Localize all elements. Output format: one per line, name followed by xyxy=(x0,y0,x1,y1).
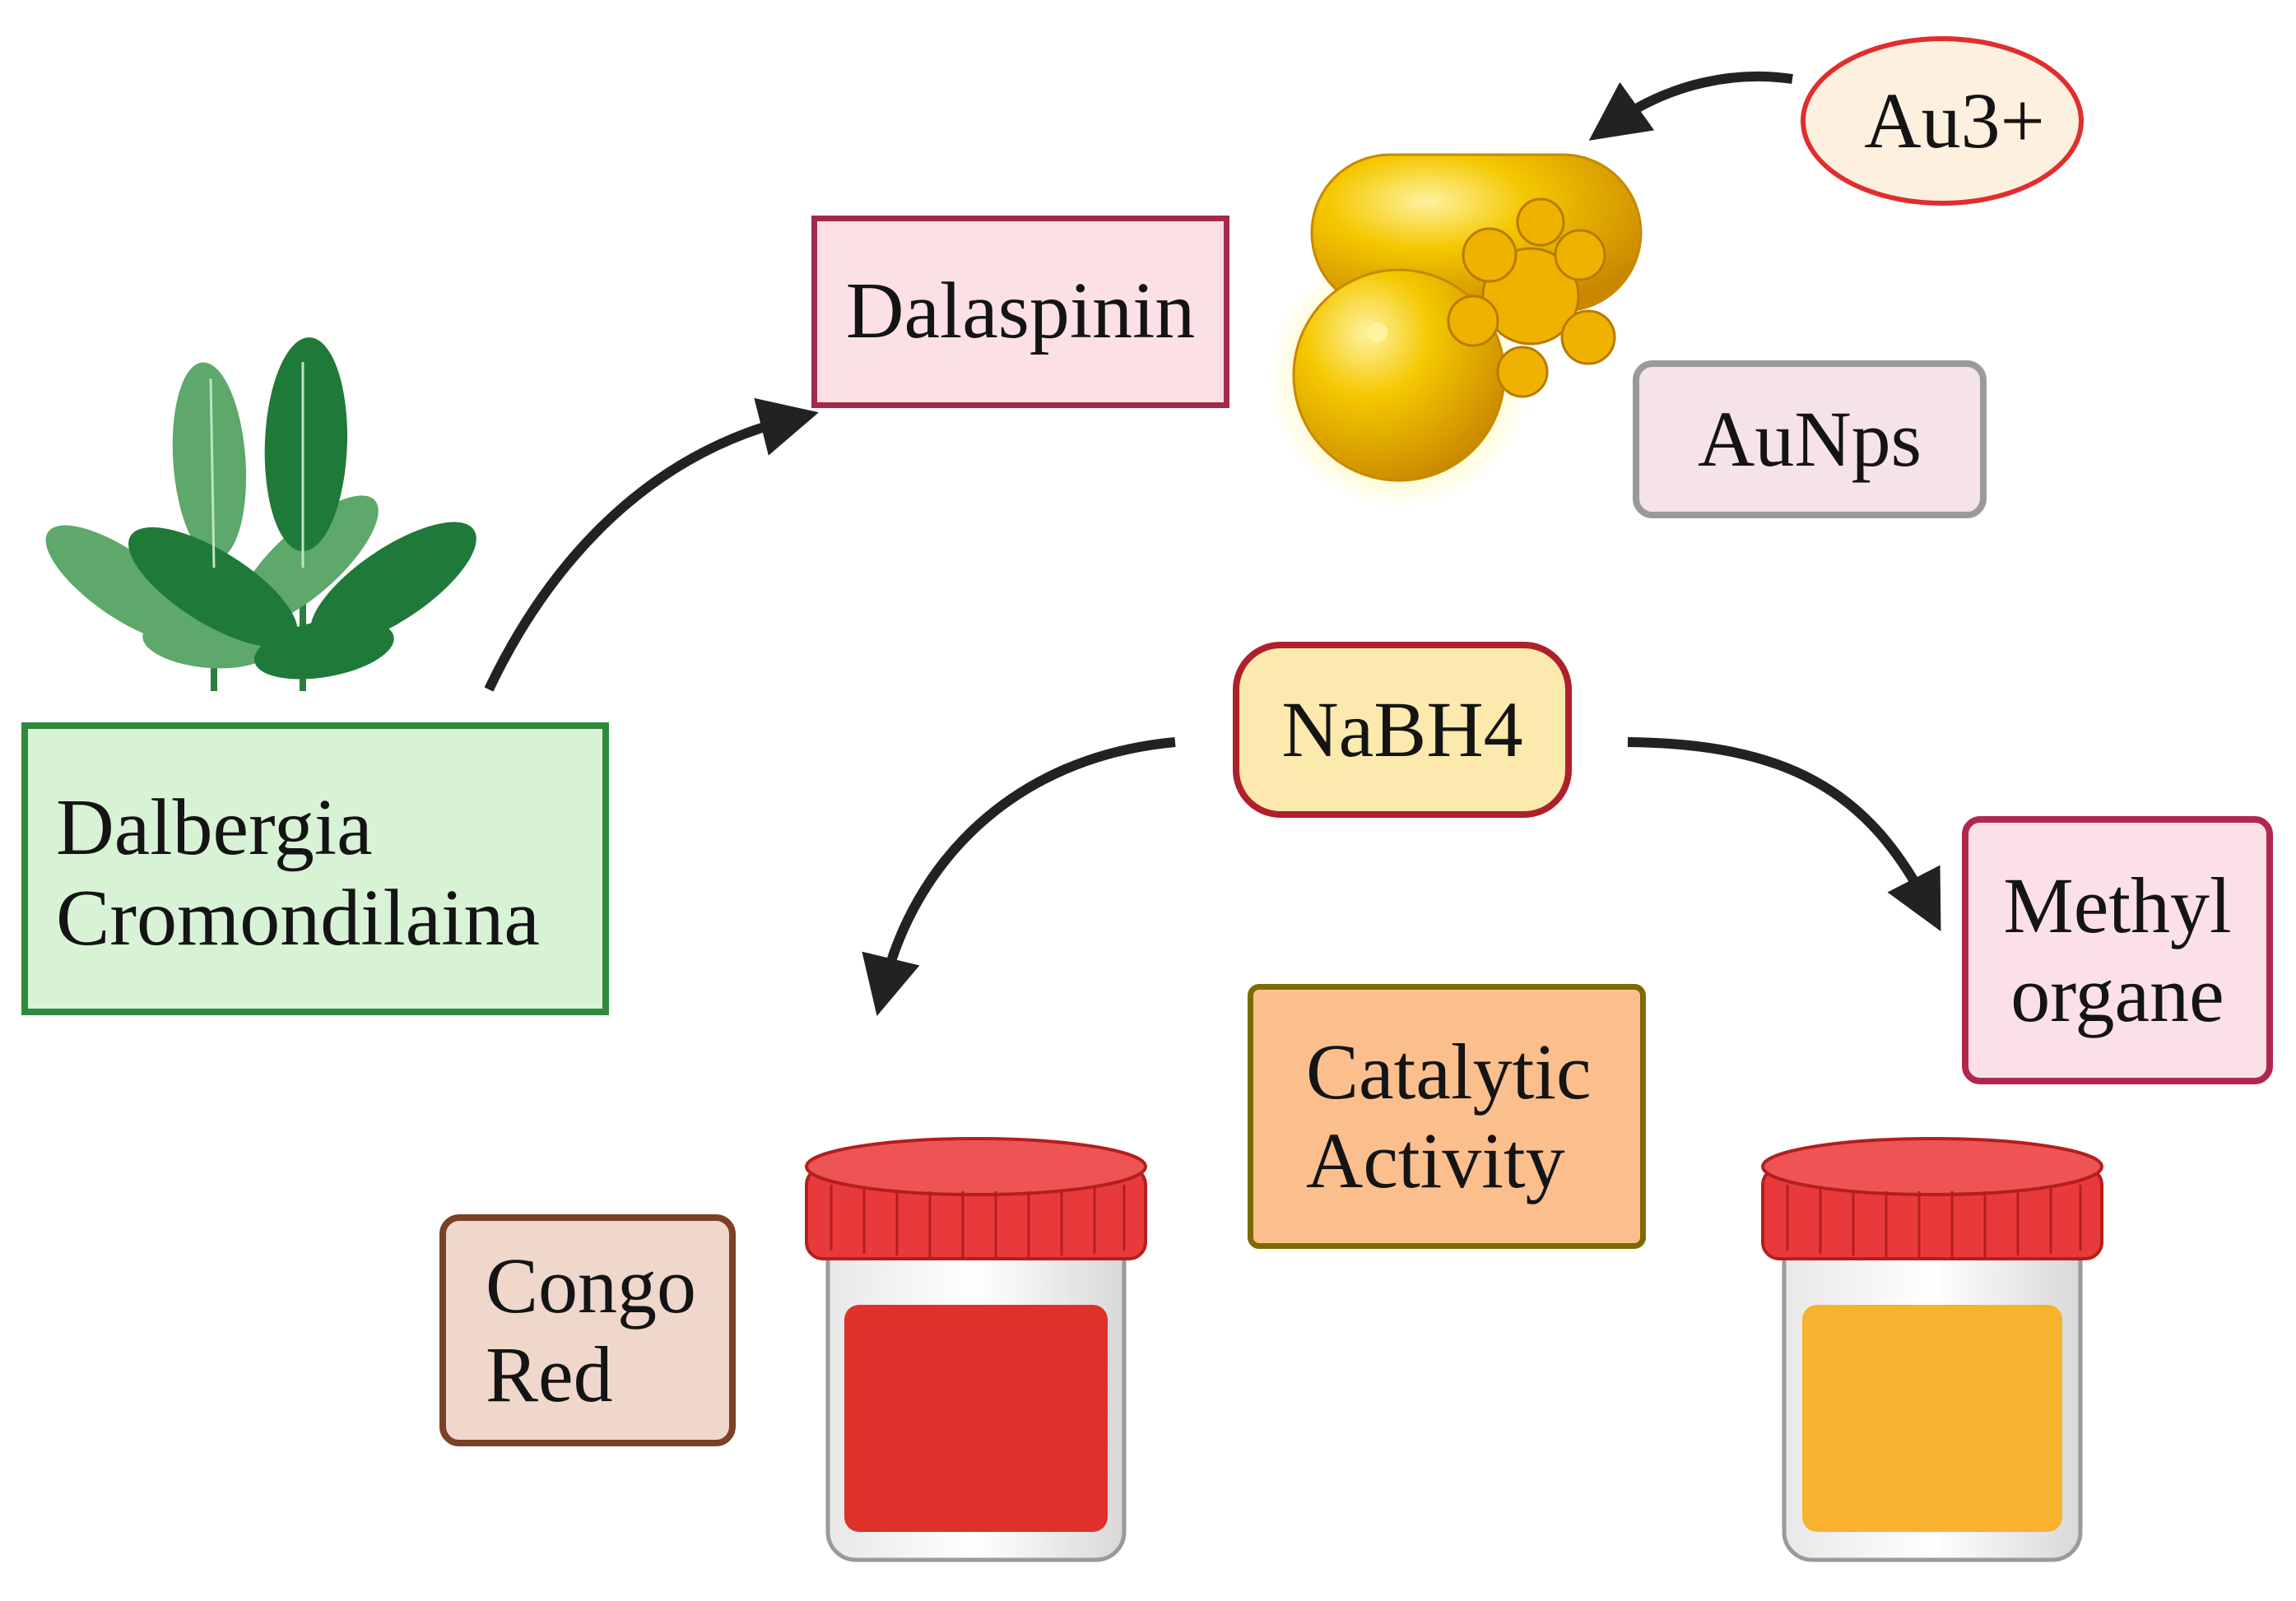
methyl-label-line-1: Methyl xyxy=(2003,861,2232,950)
methyl-organe-box: Methyl organe xyxy=(1962,816,2273,1084)
congo-label-line-1: Congo xyxy=(486,1241,697,1330)
congo-label-line-2: Red xyxy=(486,1330,613,1418)
jar-icon xyxy=(805,1137,1147,1562)
catalytic-label-line-1: Catalytic xyxy=(1306,1028,1592,1116)
plant-label-line-1: Dalbergia xyxy=(56,783,373,873)
arrow-nabh4-to-methyl xyxy=(1627,737,1941,932)
arrow-nabh4-to-congo xyxy=(862,737,1176,1017)
plant-label-box: Dalbergia Cromondilaina xyxy=(21,722,609,1015)
jar-icon xyxy=(1761,1137,2103,1562)
plant-label-line-2: Cromondilaina xyxy=(56,874,540,963)
dalaspinin-label: Dalaspinin xyxy=(845,267,1196,356)
au3-ellipse: Au3+ xyxy=(1801,36,2084,206)
nabh4-label: NaBH4 xyxy=(1281,685,1523,774)
arrow-plant-to-dalaspinin xyxy=(484,397,819,692)
leaf-icon xyxy=(45,337,476,691)
methyl-label-line-2: organe xyxy=(2010,950,2224,1038)
dalaspinin-box: Dalaspinin xyxy=(811,216,1229,408)
gold-nanoparticle-icon xyxy=(1267,153,1643,510)
aunps-box: AuNps xyxy=(1633,360,1987,518)
catalytic-activity-box: Catalytic Activity xyxy=(1248,984,1646,1249)
arrow-au3-to-aunps xyxy=(1588,71,1793,141)
au3-label: Au3+ xyxy=(1864,77,2045,165)
nabh4-box: NaBH4 xyxy=(1233,642,1572,818)
catalytic-label-line-2: Activity xyxy=(1306,1116,1565,1204)
aunps-label: AuNps xyxy=(1697,395,1922,484)
congo-red-box: Congo Red xyxy=(439,1214,736,1446)
